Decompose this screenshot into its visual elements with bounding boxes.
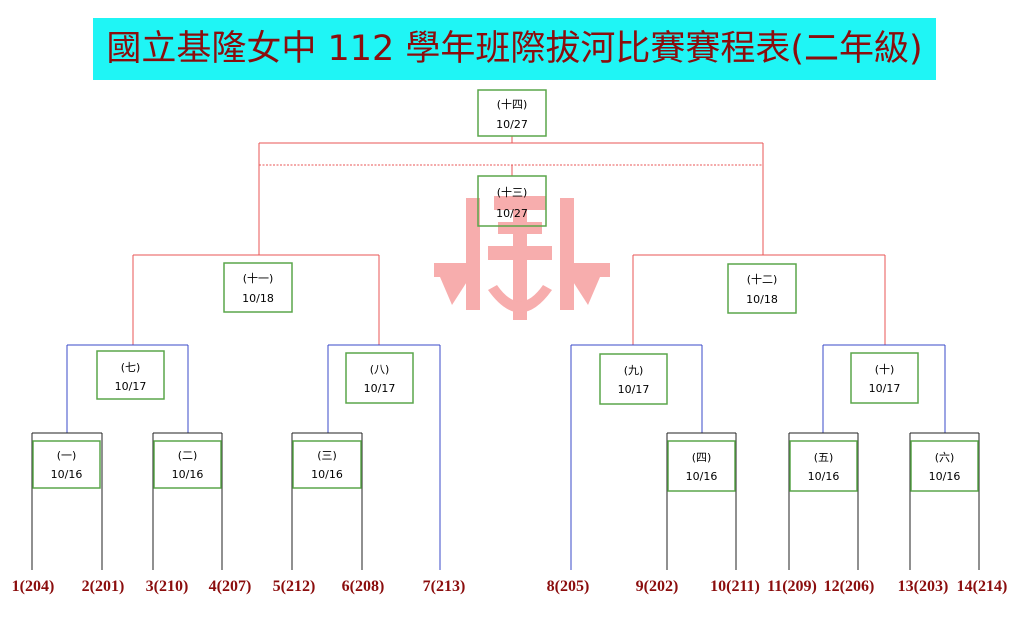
match-box: (十三) 10/27 [477, 175, 547, 227]
match-label: (一) [57, 449, 77, 462]
match-box: (七) 10/17 [96, 350, 165, 400]
match-box: (十二) 10/18 [727, 263, 797, 314]
match-date: 10/17 [364, 382, 396, 395]
match-label: (七) [121, 361, 141, 374]
match-box: (六) 10/16 [910, 440, 979, 492]
match-label: (十二) [747, 272, 778, 286]
team-label: 6(208) [342, 578, 385, 595]
school-emblem-icon [434, 196, 610, 320]
match-box: (四) 10/16 [667, 440, 736, 492]
final-round-lines [132, 136, 886, 345]
match-box: (二) 10/16 [153, 440, 222, 489]
match-box: (一) 10/16 [32, 440, 101, 489]
match-date: 10/16 [172, 468, 204, 481]
match-date: 10/27 [496, 118, 528, 131]
team-label: 8(205) [547, 578, 590, 595]
match-date: 10/16 [808, 470, 840, 483]
match-date: 10/16 [51, 468, 83, 481]
team-label: 5(212) [273, 578, 316, 595]
match-date: 10/17 [618, 383, 650, 396]
team-label: 1(204) [12, 578, 55, 595]
team-label: 2(201) [82, 578, 125, 595]
team-label: 12(206) [824, 578, 875, 595]
match-label: (六) [935, 451, 955, 464]
match-label: (二) [178, 449, 198, 462]
match-date: 10/18 [242, 292, 274, 305]
team-label: 10(211) [710, 578, 760, 595]
team-label: 14(214) [957, 578, 1008, 595]
match-date: 10/16 [686, 470, 718, 483]
match-box: (九) 10/17 [599, 353, 668, 405]
team-label: 13(203) [898, 578, 949, 595]
match-label: (五) [814, 451, 834, 464]
team-labels: 1(204) 2(201) 3(210) 4(207) 5(212) 6(208… [12, 578, 1008, 595]
match-date: 10/27 [496, 207, 528, 220]
match-date: 10/16 [311, 468, 343, 481]
title-banner: 國立基隆女中 112 學年班際拔河比賽賽程表(二年級) [93, 18, 936, 80]
team-label: 4(207) [209, 578, 252, 595]
match-label: (十四) [497, 97, 528, 111]
match-date: 10/17 [115, 380, 147, 393]
match-box: (十四) 10/27 [477, 89, 547, 137]
match-box: (五) 10/16 [789, 440, 858, 492]
match-label: (十一) [243, 271, 274, 285]
match-date: 10/18 [746, 293, 778, 306]
page-title: 國立基隆女中 112 學年班際拔河比賽賽程表(二年級) [106, 29, 923, 69]
quarter-round-lines [66, 344, 946, 570]
match-box: (三) 10/16 [292, 440, 362, 489]
match-box: (十) 10/17 [850, 352, 919, 404]
match-date: 10/17 [869, 382, 901, 395]
team-label: 9(202) [636, 578, 679, 595]
match-label: (八) [370, 363, 390, 376]
team-label: 7(213) [423, 578, 466, 595]
match-label: (九) [624, 364, 644, 377]
match-date: 10/16 [929, 470, 961, 483]
match-box: (八) 10/17 [345, 352, 414, 404]
match-box: (十一) 10/18 [223, 262, 293, 313]
match-label: (三) [317, 449, 337, 462]
first-round-lines [31, 432, 980, 570]
match-label: (十三) [497, 185, 528, 199]
team-label: 3(210) [146, 578, 189, 595]
match-label: (十) [875, 362, 895, 376]
match-label: (四) [692, 451, 712, 464]
team-label: 11(209) [767, 578, 817, 595]
